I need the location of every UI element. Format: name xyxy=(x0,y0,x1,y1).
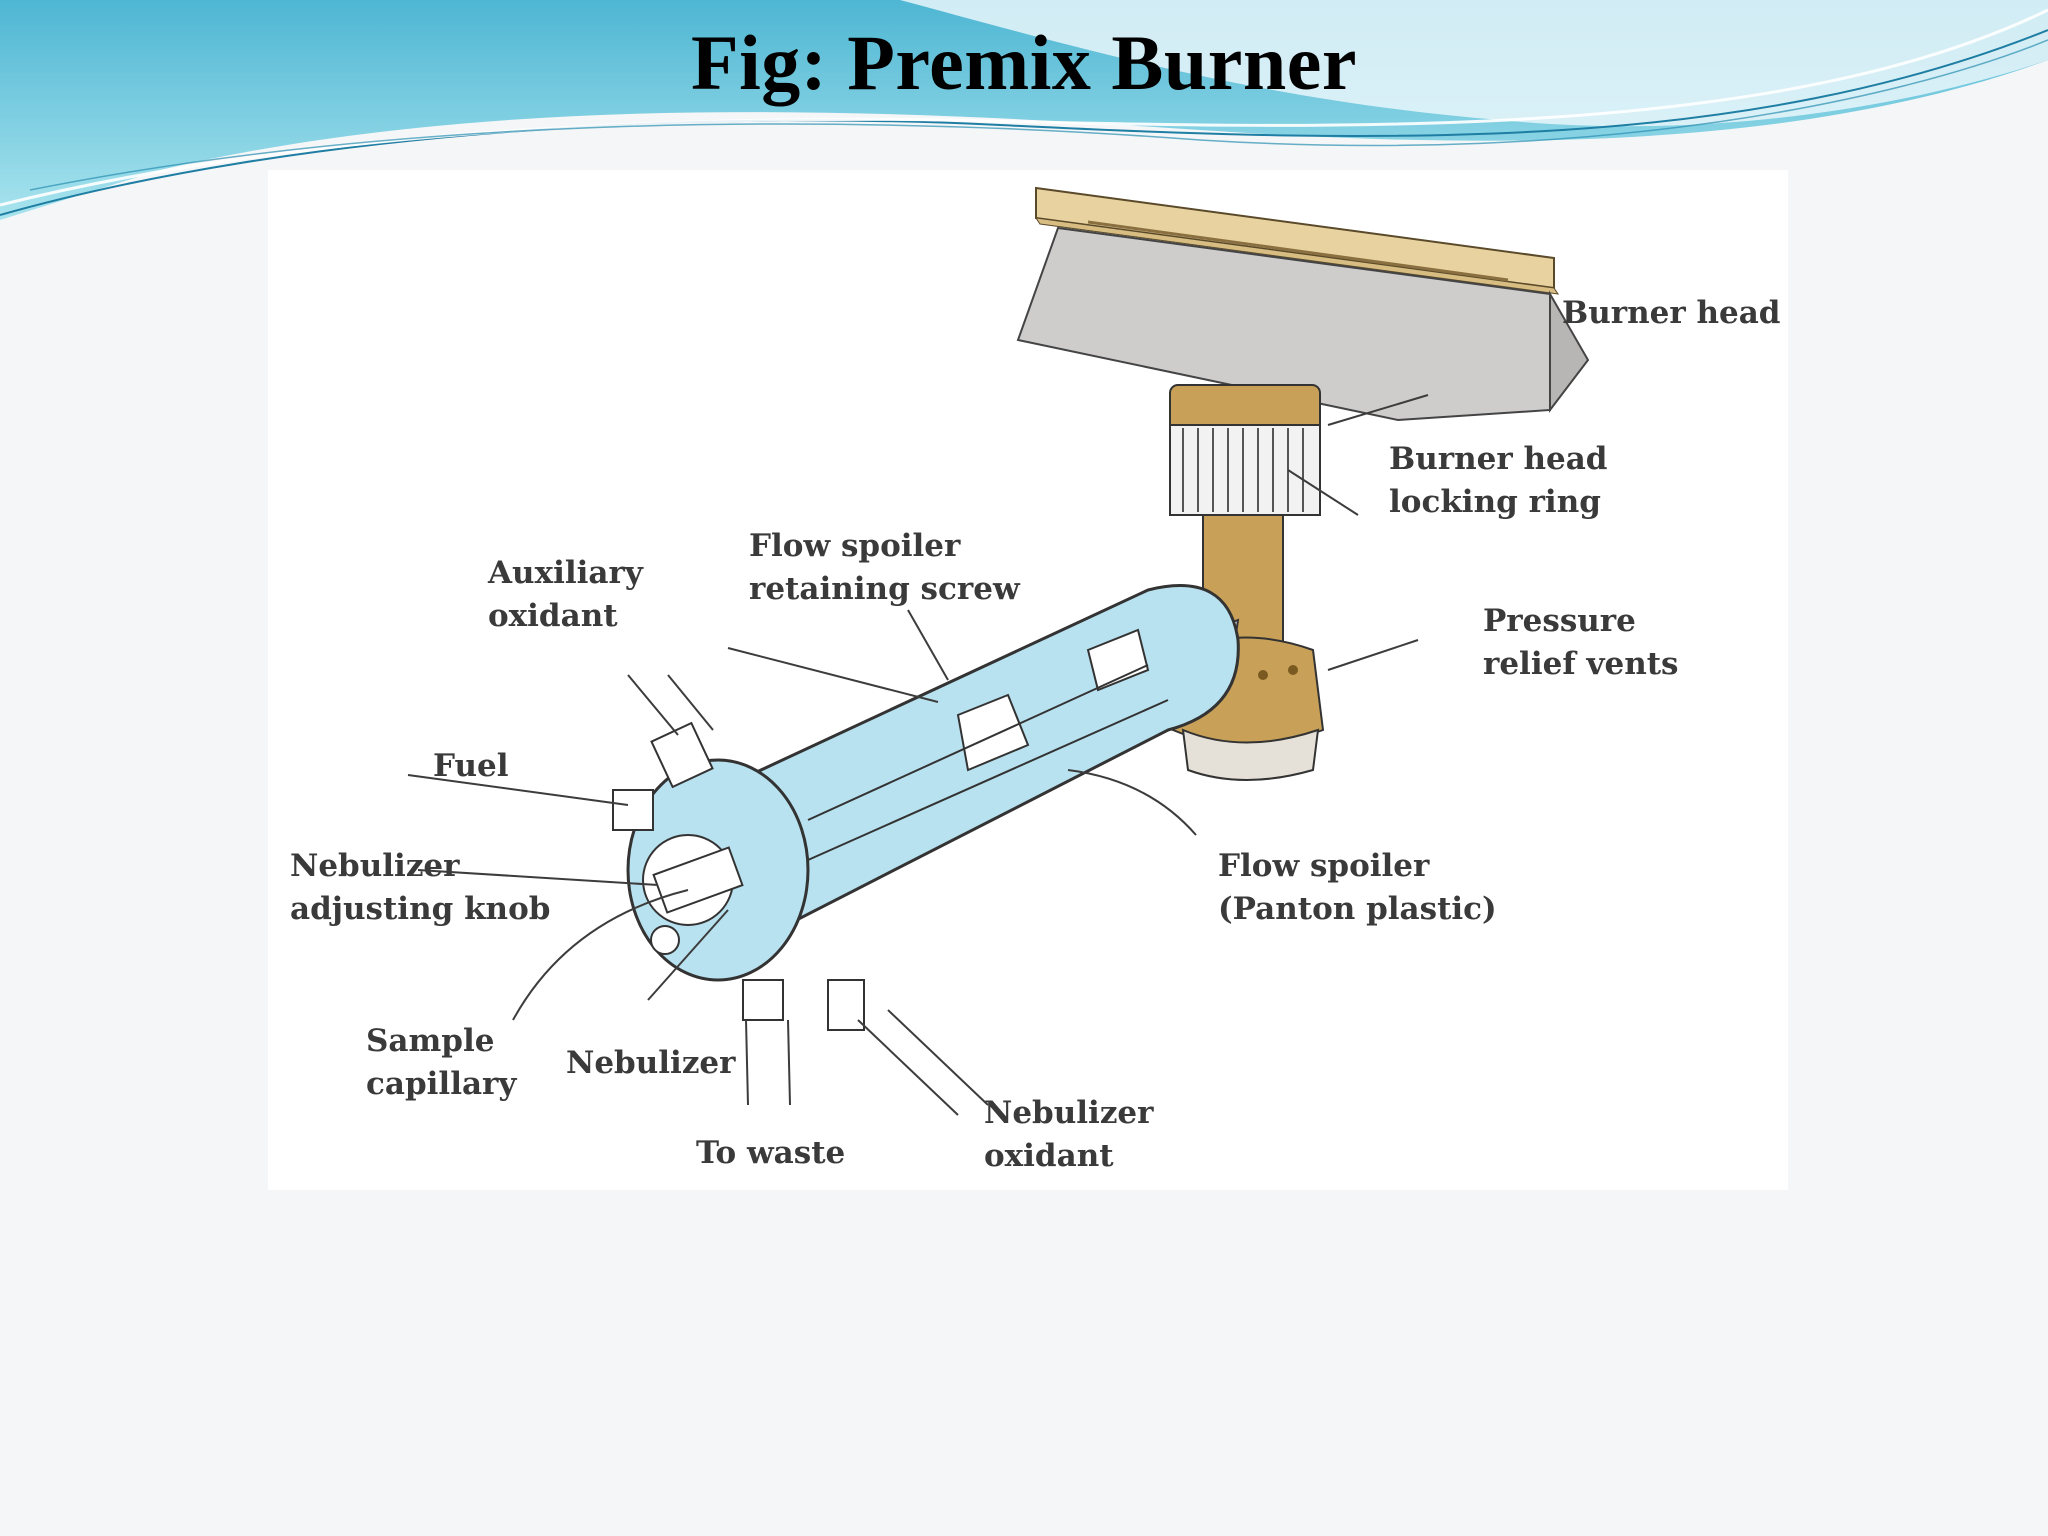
label-flow-spoiler: Flow spoiler (Panton plastic) xyxy=(1218,848,1497,927)
label-burner-head: Burner head xyxy=(1562,295,1781,331)
label-nebulizer: Nebulizer xyxy=(566,1045,736,1081)
header-wave-decoration xyxy=(0,0,2048,220)
premix-burner-illustration xyxy=(268,170,1788,1190)
slide-title: Fig: Premix Burner xyxy=(690,19,1358,106)
label-locking-ring: Burner head locking ring xyxy=(1389,441,1608,520)
burner-head xyxy=(1016,186,1590,422)
label-auxiliary-oxidant: Auxiliary oxidant xyxy=(488,555,643,634)
label-nebulizer-oxidant: Nebulizer oxidant xyxy=(984,1095,1154,1174)
label-fuel: Fuel xyxy=(433,748,509,784)
locking-ring xyxy=(1169,384,1321,516)
premix-burner-figure: Burner head Burner head locking ring Pre… xyxy=(268,170,1788,1190)
label-nebulizer-adjusting-knob: Nebulizer adjusting knob xyxy=(290,848,551,927)
leader-lines xyxy=(407,394,1429,1116)
nebulizer-assembly xyxy=(612,721,865,1031)
label-sample-capillary: Sample capillary xyxy=(366,1023,517,1102)
label-flow-spoiler-retaining-screw: Flow spoiler retaining screw xyxy=(749,528,1020,607)
label-to-waste: To waste xyxy=(696,1135,846,1171)
label-pressure-relief-vents: Pressure relief vents xyxy=(1483,603,1679,682)
riser-tube xyxy=(1171,514,1325,781)
